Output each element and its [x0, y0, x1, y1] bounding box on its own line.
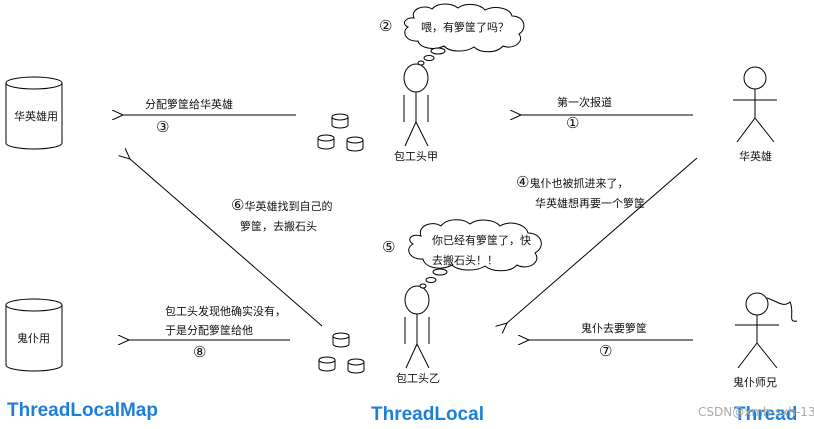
- column-label-threadlocal: ThreadLocal: [371, 404, 484, 425]
- thought-bubble-2: [403, 3, 525, 66]
- step-6-text-1: 华英雄找到自己的: [244, 200, 333, 213]
- step-7-text: 鬼仆去要箩筐: [581, 322, 647, 335]
- step-8-line-2: 于是分配箩筐给他: [165, 324, 253, 337]
- step-8-number: ⑧: [193, 343, 207, 361]
- arrow-6: [130, 159, 323, 327]
- step-1-number: ①: [566, 114, 580, 132]
- step-7-number: ⑦: [599, 342, 613, 360]
- bubble-5-text-1: 你已经有箩筐了，快: [432, 234, 531, 247]
- label-hyx: 华英雄: [739, 150, 772, 163]
- arrows: [123, 115, 698, 340]
- column-label-thread: Thread: [734, 404, 798, 425]
- step-3-text: 分配箩筐给华英雄: [145, 98, 233, 111]
- label-boss-a: 包工头甲: [394, 150, 438, 163]
- bubble-5-text-2: 去搬石头！！: [432, 254, 498, 267]
- person-boss-b: [404, 285, 430, 369]
- step-6-line-1: ⑥华英雄找到自己的: [231, 196, 333, 214]
- person-boss-a: [403, 63, 429, 147]
- step-4-line-1: ④鬼仆也被抓进来了，: [516, 173, 629, 191]
- step-4-line-2: 华英雄想再要一个箩筐: [535, 197, 645, 210]
- step-5-number: ⑤: [382, 238, 396, 256]
- step-8-line-1: 包工头发现他确实没有，: [165, 305, 286, 318]
- step-4-number: ④: [516, 173, 530, 191]
- cylinder-gp-store: [5, 298, 63, 372]
- basket-stack-b: [318, 332, 365, 374]
- watermark: CSDN@xmh-sxh-1314: [698, 405, 814, 419]
- label-gp: 鬼仆师兄: [733, 376, 777, 389]
- basket-stack-a: [317, 113, 364, 152]
- step-2-number: ②: [379, 17, 393, 35]
- step-6-number: ⑥: [231, 196, 245, 214]
- label-boss-b: 包工头乙: [396, 372, 440, 385]
- step-3-number: ③: [156, 118, 170, 136]
- arrow-4: [507, 157, 698, 323]
- step-1-text: 第一次报道: [557, 96, 612, 109]
- label-hyx-store: 华英雄用: [14, 110, 58, 123]
- step-6-line-2: 箩筐，去搬石头: [240, 220, 317, 233]
- column-label-threadlocalmap: ThreadLocalMap: [7, 400, 158, 421]
- person-gp: [735, 292, 798, 369]
- person-hyx: [733, 66, 777, 143]
- thought-bubble-5: [408, 219, 542, 289]
- step-4-text-1: 鬼仆也被抓进来了，: [529, 177, 629, 190]
- label-gp-store: 鬼仆用: [17, 332, 50, 345]
- bubble-2-text: 喂，有箩筐了吗？: [421, 21, 509, 34]
- cylinder-hyx-store: [5, 76, 63, 150]
